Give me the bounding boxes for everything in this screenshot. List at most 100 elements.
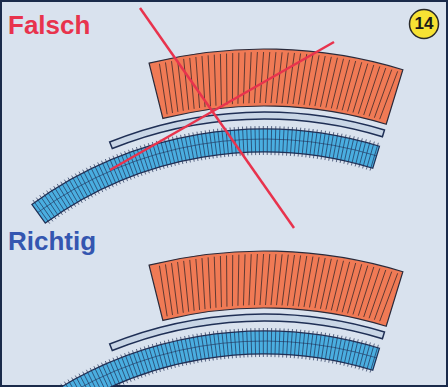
curved-bands [32,49,403,387]
hatch-stroke [237,255,239,306]
hatch-stroke [315,258,325,308]
callout-number: 14 [415,14,434,34]
hatch-stroke [165,264,172,315]
hatch-stroke [326,58,338,108]
tick-stroke [351,339,358,367]
tick-stroke [201,333,206,362]
tick-stroke [317,332,321,361]
hatch-stroke [282,255,288,306]
hatch-stroke [214,55,216,106]
tick-stroke [132,350,142,377]
tick-stroke [226,330,229,359]
tick-stroke [254,328,256,357]
tick-stroke [355,340,362,368]
tick-stroke [306,129,309,158]
tick-stroke [366,142,374,170]
tick-stroke [205,130,209,159]
tick-stroke [79,374,92,387]
tick-stroke [172,137,179,165]
tick-stroke [348,136,355,164]
tick-stroke [247,126,248,155]
hatch-stroke [331,261,343,311]
tick-stroke [313,130,317,159]
hatch-stroke [159,266,167,317]
tick-stroke [213,129,217,158]
hatch-stroke [326,260,338,310]
tick-stroke [271,328,273,357]
tick-stroke [298,330,301,359]
hatch-stroke [208,257,210,308]
hatch-stroke [304,55,313,105]
hatch-stroke [265,254,269,305]
cross-line [110,42,334,170]
tick-stroke [294,329,296,358]
hatch-stroke [165,62,172,113]
tick-stroke [197,334,202,363]
tick-stroke [310,129,314,158]
tick-stroke [222,330,225,359]
hatch-stroke [254,52,257,103]
hatch-stroke [260,52,264,103]
tick-stroke [113,156,124,183]
hatch-stroke [276,254,282,305]
tick-stroke [287,329,289,358]
cross-line [140,8,294,228]
tick-stroke [160,342,168,370]
hatch-stroke [380,273,398,321]
hatch-stroke [358,267,373,316]
hatch-stroke [353,64,368,113]
tick-stroke [370,143,378,171]
tick-stroke [325,333,330,362]
tick-stroke [263,328,264,357]
blue-band-midline [38,139,377,213]
hatch-stroke [243,254,245,305]
tick-stroke [144,346,153,374]
hatch-stroke [358,65,373,114]
tick-stroke [61,182,76,207]
tick-stroke [310,331,314,360]
tick-stroke [230,329,232,358]
tick-stroke [250,126,252,155]
blue-band-midline [38,341,377,387]
tick-stroke [193,334,198,363]
tick-stroke [57,386,72,387]
blue-band [32,129,380,223]
hatch-stroke [184,59,189,110]
tick-stroke [213,331,217,360]
tick-stroke [298,128,301,157]
hatch-stroke [172,61,178,112]
hatch-stroke [220,256,221,307]
tick-stroke [209,130,213,159]
tick-stroke [156,343,164,371]
heading-label: Richtig [8,228,96,254]
tick-stroke [129,352,139,379]
blue-band [32,331,380,387]
hatch-stroke [331,59,343,109]
hatch-stroke [226,53,227,104]
tick-stroke [247,328,248,357]
hatch-stroke [178,262,184,313]
tick-stroke [172,339,179,367]
tick-stroke [259,328,260,357]
hatch-stroke [337,262,350,312]
hatch-stroke [288,53,295,104]
tick-stroke [140,348,149,376]
hatch-stroke [159,64,167,115]
tick-stroke [33,200,50,224]
tick-stroke [43,193,59,217]
callout-circle-shape [410,10,439,39]
tick-stroke [222,128,225,157]
tick-stroke [218,331,221,360]
tick-stroke [351,137,358,165]
tick-stroke [234,329,236,358]
hatch-stroke [249,254,251,305]
tick-stroke [302,128,305,157]
tick-stroke [201,131,206,160]
hatch-stroke [380,71,398,119]
tick-stroke [152,344,160,372]
hatch-stroke [202,258,205,309]
tick-stroke [218,129,221,158]
tick-stroke [359,139,366,167]
hatch-stroke [249,52,251,103]
tick-stroke [359,341,366,369]
